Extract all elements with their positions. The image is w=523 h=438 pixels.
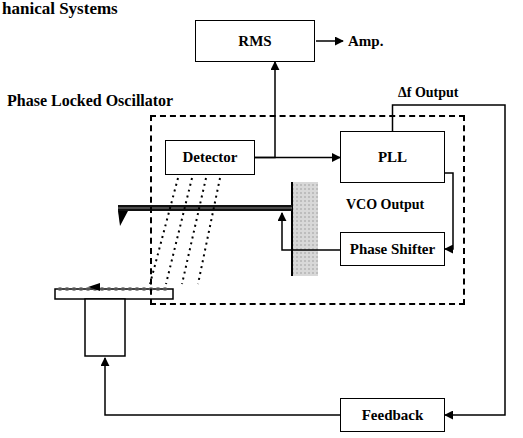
probe-marker <box>88 283 100 291</box>
page-title-fragment: hanical Systems <box>2 0 118 19</box>
piezo-tube <box>85 299 125 356</box>
box-label: Feedback <box>362 407 424 424</box>
process-box: PLL <box>340 131 445 183</box>
beam-highlight <box>118 208 292 209</box>
box-label: PLL <box>378 149 407 166</box>
cantilever-tip <box>118 211 128 226</box>
chip-edge <box>291 182 293 276</box>
box-label: Detector <box>183 149 238 166</box>
feedback-arrow <box>105 358 340 415</box>
process-box: Detector <box>165 140 255 175</box>
cantilever-chip <box>292 182 318 276</box>
process-box: Phase Shifter <box>340 232 445 266</box>
region-heading: Phase Locked Oscillator <box>7 92 173 110</box>
box-label: RMS <box>238 33 271 50</box>
drive-arrow <box>282 213 340 250</box>
box-label: Phase Shifter <box>350 241 435 258</box>
signal-connector <box>445 173 453 249</box>
process-box: Feedback <box>340 398 445 432</box>
process-box: RMS <box>195 20 315 62</box>
signal-connector <box>255 62 275 158</box>
cantilever-beam <box>118 205 292 211</box>
signal-connector <box>255 157 340 159</box>
output-label: Amp. <box>348 33 383 50</box>
laser-beams <box>150 178 220 284</box>
amp-output-arrow <box>316 40 343 42</box>
signal-label: Δf Output <box>398 85 459 100</box>
signal-label: VCO Output <box>346 197 424 212</box>
